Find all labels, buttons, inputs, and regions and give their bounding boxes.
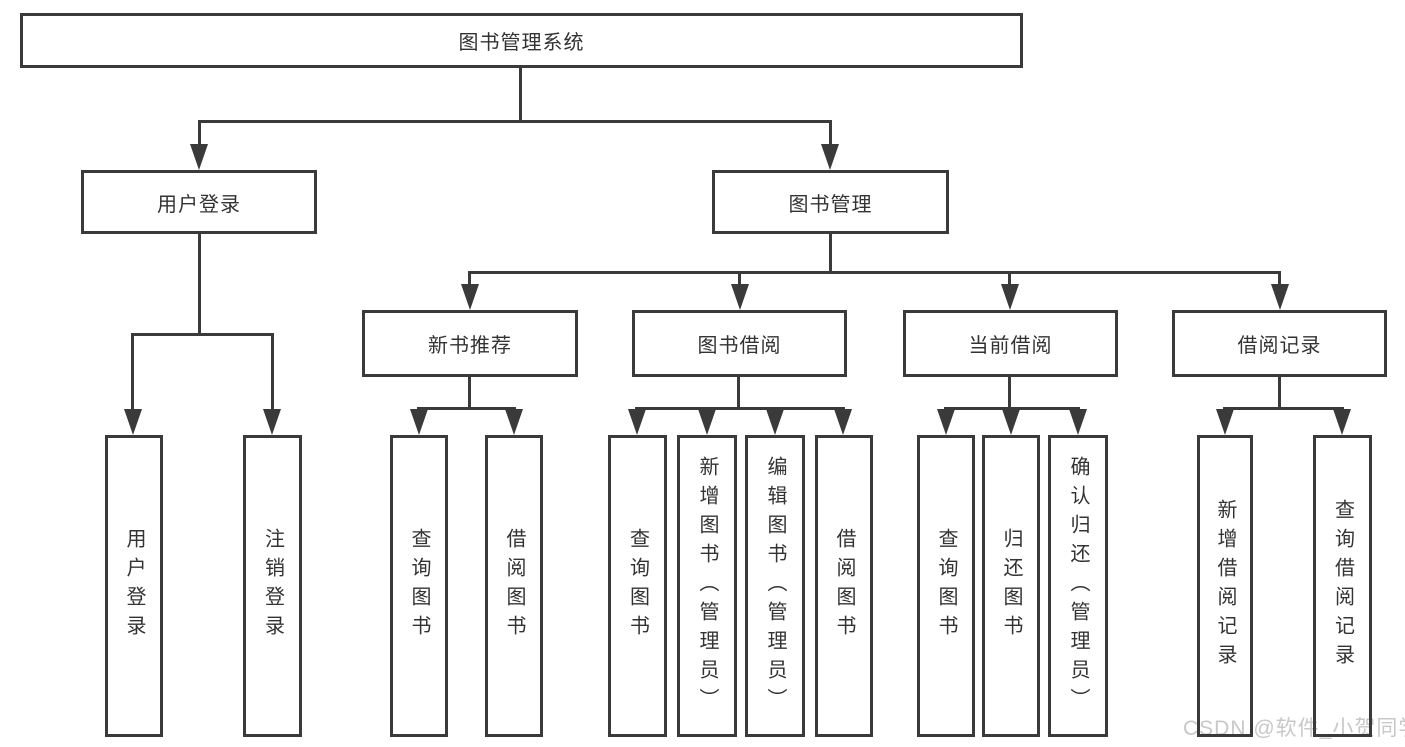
leaf-bb-add-books: 新增图书（管理员） bbox=[677, 435, 737, 737]
arrowhead-current-borrowing bbox=[1001, 284, 1019, 310]
connector-root-stem bbox=[519, 68, 522, 123]
arrowhead-bb-add bbox=[698, 409, 716, 435]
csdn-watermark: CSDN @软件_小贺同学 bbox=[1183, 717, 1405, 740]
connector-bb-stem bbox=[737, 377, 740, 410]
connector-nbr-branch bbox=[417, 407, 516, 410]
connector-to-current-borrowing bbox=[1008, 271, 1011, 286]
arrowhead-leaf-login bbox=[124, 409, 142, 435]
connector-br-branch bbox=[1223, 407, 1344, 410]
connector-br-stem bbox=[1278, 377, 1281, 410]
connector-to-user-login bbox=[198, 120, 201, 146]
connector-to-borrow-records bbox=[1278, 271, 1281, 286]
arrowhead-leaf-logout bbox=[263, 409, 281, 435]
connector-bb-branch bbox=[635, 407, 845, 410]
arrowhead-cb-confirm bbox=[1069, 409, 1087, 435]
leaf-logout: 注销登录 bbox=[243, 435, 302, 737]
connector-nbr-stem bbox=[468, 377, 471, 410]
arrowhead-book-borrowing bbox=[731, 284, 749, 310]
leaf-br-query-record: 查询借阅记录 bbox=[1313, 435, 1372, 737]
arrowhead-bb-query bbox=[628, 409, 646, 435]
connector-to-new-book-recommend bbox=[468, 271, 471, 286]
arrowhead-new-book-recommend bbox=[461, 284, 479, 310]
node-user-login: 用户登录 bbox=[81, 170, 317, 234]
connector-book-management-branch bbox=[468, 271, 1281, 274]
connector-to-leaf-login bbox=[131, 333, 134, 411]
node-book-borrowing: 图书借阅 bbox=[632, 310, 847, 377]
leaf-nbr-query-books: 查询图书 bbox=[390, 435, 448, 737]
arrowhead-bb-borrow bbox=[834, 409, 852, 435]
connector-user-login-branch bbox=[131, 333, 274, 336]
connector-to-book-borrowing bbox=[738, 271, 741, 286]
leaf-bb-edit-books: 编辑图书（管理员） bbox=[745, 435, 805, 737]
arrowhead-cb-query bbox=[937, 409, 955, 435]
leaf-nbr-borrow-books: 借阅图书 bbox=[485, 435, 543, 737]
leaf-cb-query-books: 查询图书 bbox=[917, 435, 975, 737]
node-current-borrowing: 当前借阅 bbox=[903, 310, 1118, 377]
node-library-system: 图书管理系统 bbox=[20, 13, 1023, 68]
arrowhead-user-login bbox=[190, 144, 208, 170]
leaf-bb-query-books: 查询图书 bbox=[608, 435, 667, 737]
arrowhead-nbr-borrow bbox=[505, 409, 523, 435]
arrowhead-book-management bbox=[821, 144, 839, 170]
arrowhead-borrow-records bbox=[1271, 284, 1289, 310]
leaf-bb-borrow-books: 借阅图书 bbox=[815, 435, 873, 737]
connector-root-branch bbox=[198, 120, 832, 123]
node-new-book-recommend: 新书推荐 bbox=[362, 310, 578, 377]
arrowhead-bb-edit bbox=[766, 409, 784, 435]
connector-to-book-management bbox=[829, 120, 832, 146]
arrowhead-cb-return bbox=[1002, 409, 1020, 435]
arrowhead-nbr-query bbox=[410, 409, 428, 435]
leaf-cb-return-books: 归还图书 bbox=[982, 435, 1040, 737]
connector-to-leaf-logout bbox=[271, 333, 274, 411]
connector-user-login-stem bbox=[198, 234, 201, 336]
leaf-cb-confirm-return: 确认归还（管理员） bbox=[1048, 435, 1108, 737]
connector-cb-stem bbox=[1008, 377, 1011, 410]
node-book-management: 图书管理 bbox=[712, 170, 949, 234]
arrowhead-br-add bbox=[1216, 409, 1234, 435]
leaf-user-login: 用户登录 bbox=[105, 435, 163, 737]
leaf-br-add-record: 新增借阅记录 bbox=[1197, 435, 1253, 737]
connector-book-management-stem bbox=[829, 234, 832, 274]
arrowhead-br-query bbox=[1333, 409, 1351, 435]
node-borrow-records: 借阅记录 bbox=[1172, 310, 1387, 377]
connector-cb-branch bbox=[944, 407, 1080, 410]
